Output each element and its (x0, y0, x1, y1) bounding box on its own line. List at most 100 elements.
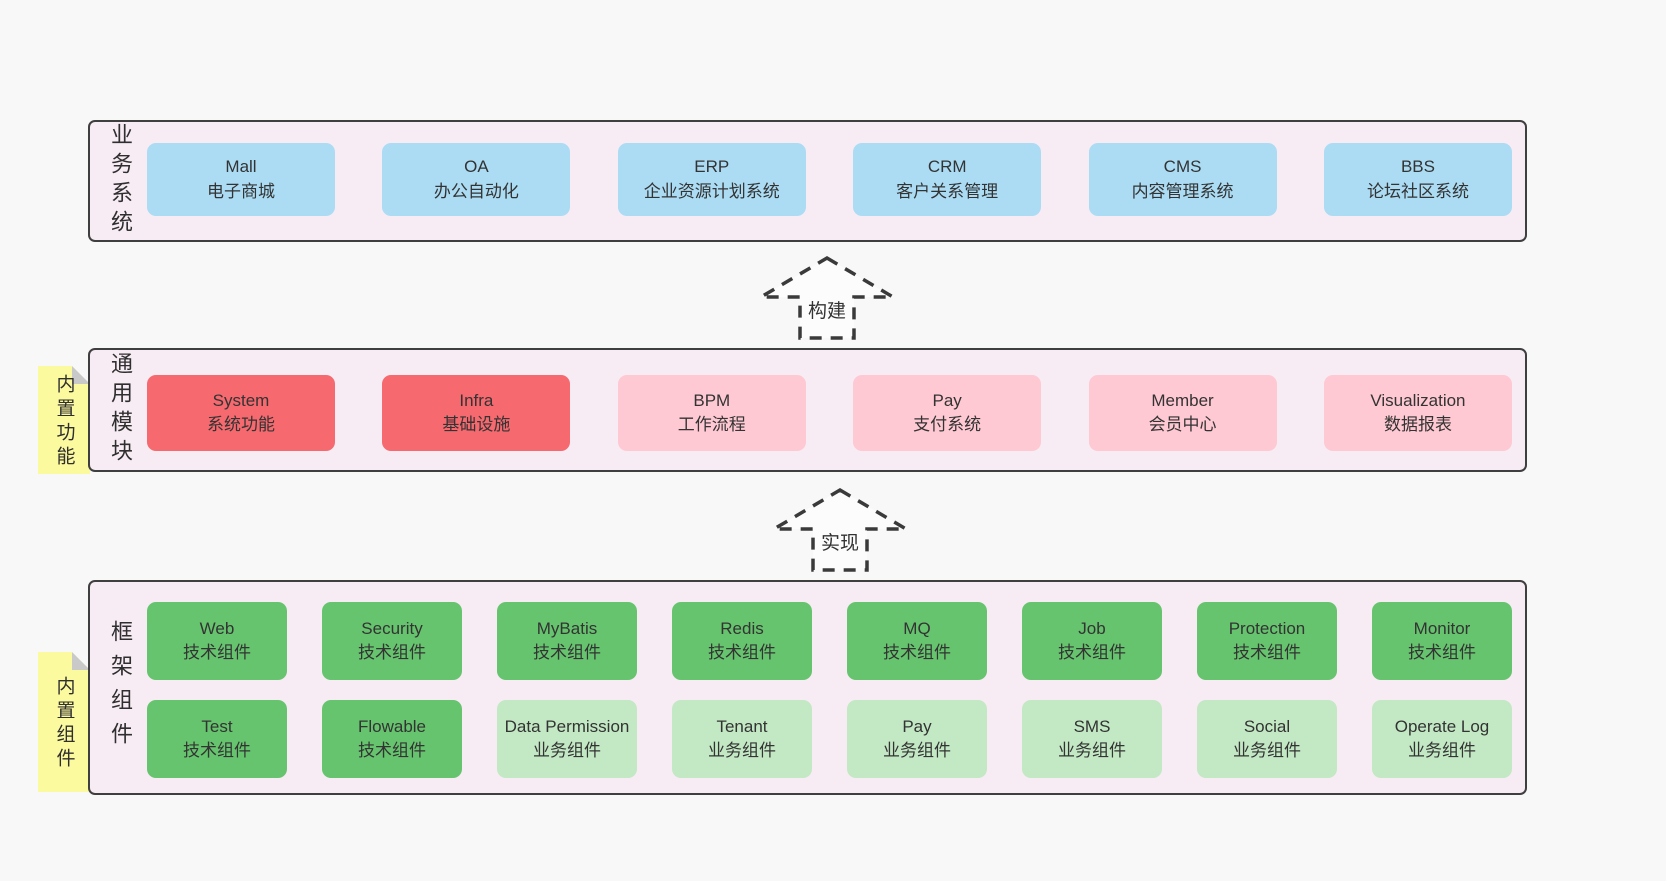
box-operate-log: Operate Log 业务组件 (1372, 700, 1512, 778)
box-label-zh: 业务组件 (1233, 741, 1301, 760)
sticky-note (38, 652, 90, 792)
box-protection: Protection 技术组件 (1197, 602, 1337, 680)
box-label-zh: 论坛社区系统 (1366, 181, 1469, 201)
section-framework-components: 框架组件 Web 技术组件 Security 技术组件 MyBatis 技术组件… (88, 580, 1527, 795)
sticky-built-in-features: 内置功能 (38, 366, 90, 474)
box-data-permission: Data Permission 业务组件 (497, 700, 637, 778)
section-framework-label: 框架组件 (108, 619, 133, 756)
box-test: Test 技术组件 (147, 700, 287, 778)
arrow-implement-label: 实现 (817, 528, 863, 555)
modules-boxes-row: System 系统功能 Infra 基础设施 BPM 工作流程 Pay 支付系统… (147, 375, 1512, 451)
box-pay: Pay 支付系统 (853, 375, 1042, 451)
box-sms: SMS 业务组件 (1022, 700, 1162, 778)
sticky-note (38, 366, 90, 474)
box-label-zh: 技术组件 (1408, 643, 1476, 662)
box-label-en: Mall (225, 157, 257, 177)
box-label-zh: 技术组件 (533, 643, 601, 662)
box-label-zh: 技术组件 (883, 643, 951, 662)
box-label-en: Data Permission (504, 716, 630, 736)
box-label-en: Visualization (1370, 390, 1466, 410)
box-label-en: Security (361, 618, 423, 638)
box-security: Security 技术组件 (322, 602, 462, 680)
framework-row-1: Web 技术组件 Security 技术组件 MyBatis 技术组件 Redi… (147, 602, 1512, 680)
box-web: Web 技术组件 (147, 602, 287, 680)
box-label-zh: 技术组件 (1058, 643, 1126, 662)
framework-row-2: Test 技术组件 Flowable 技术组件 Data Permission … (147, 700, 1512, 778)
box-oa: OA 办公自动化 (382, 143, 571, 216)
box-label-zh: 数据报表 (1383, 415, 1452, 434)
box-label-en: CRM (927, 157, 967, 177)
box-label-en: CMS (1163, 157, 1202, 177)
box-label-en: Member (1151, 390, 1214, 410)
box-member: Member 会员中心 (1088, 375, 1277, 451)
box-label-en: Redis (720, 618, 764, 638)
box-label-en: SMS (1073, 716, 1111, 736)
box-label-zh: 企业资源计划系统 (643, 181, 780, 201)
box-label-zh: 技术组件 (1233, 643, 1301, 662)
box-label-en: ERP (694, 157, 730, 177)
box-label-en: Job (1078, 618, 1106, 638)
box-label-en: BBS (1400, 157, 1435, 177)
box-bbs: BBS 论坛社区系统 (1323, 143, 1512, 216)
box-system: System 系统功能 (147, 375, 335, 451)
box-cms: CMS 内容管理系统 (1088, 143, 1277, 216)
business-boxes-row: Mall 电子商城 OA 办公自动化 ERP 企业资源计划系统 CRM 客户关系… (147, 143, 1512, 216)
box-label-en: Operate Log (1394, 716, 1490, 736)
box-redis: Redis 技术组件 (672, 602, 812, 680)
arrow-build-up: 构建 (757, 255, 897, 341)
box-label-zh: 工作流程 (677, 415, 746, 434)
box-label-zh: 办公自动化 (433, 181, 519, 201)
box-label-en: Pay (932, 390, 962, 410)
box-pay-business: Pay 业务组件 (847, 700, 987, 778)
box-label-zh: 技术组件 (183, 741, 251, 760)
section-modules-label: 通用模块 (108, 352, 133, 468)
box-mall: Mall 电子商城 (147, 143, 335, 216)
box-label-en: OA (464, 157, 489, 177)
box-flowable: Flowable 技术组件 (322, 700, 462, 778)
box-erp: ERP 企业资源计划系统 (617, 143, 806, 216)
box-label-zh: 内容管理系统 (1131, 181, 1234, 201)
box-monitor: Monitor 技术组件 (1372, 602, 1512, 680)
box-label-zh: 技术组件 (708, 643, 776, 662)
box-label-zh: 业务组件 (883, 741, 951, 760)
box-infra: Infra 基础设施 (382, 375, 571, 451)
box-label-zh: 技术组件 (183, 643, 251, 662)
box-label-zh: 业务组件 (533, 741, 601, 760)
box-label-zh: 业务组件 (1408, 741, 1476, 760)
box-label-zh: 电子商城 (207, 181, 275, 201)
box-label-en: Infra (459, 390, 494, 410)
box-label-zh: 客户关系管理 (896, 181, 999, 201)
arrow-build-label: 构建 (804, 296, 850, 323)
section-business-label: 业务系统 (108, 123, 133, 239)
box-label-en: MQ (903, 618, 931, 638)
arrow-implement-up: 实现 (770, 487, 910, 573)
box-label-en: Pay (902, 716, 932, 736)
box-mybatis: MyBatis 技术组件 (497, 602, 637, 680)
box-bpm: BPM 工作流程 (617, 375, 806, 451)
box-job: Job 技术组件 (1022, 602, 1162, 680)
box-label-en: Protection (1228, 618, 1306, 638)
box-label-zh: 系统功能 (207, 415, 275, 434)
box-label-en: Web (199, 618, 235, 638)
box-label-en: Monitor (1413, 618, 1471, 638)
box-label-en: MyBatis (536, 618, 598, 638)
box-label-zh: 技术组件 (358, 741, 426, 760)
box-label-en: System (212, 390, 270, 410)
box-label-en: Flowable (357, 716, 427, 736)
box-label-zh: 技术组件 (358, 643, 426, 662)
box-label-zh: 会员中心 (1148, 415, 1217, 434)
section-common-modules: 通用模块 System 系统功能 Infra 基础设施 BPM 工作流程 Pay… (88, 348, 1527, 472)
sticky-label: 内置组件 (53, 676, 75, 772)
box-label-en: Social (1243, 716, 1291, 736)
box-label-en: Tenant (716, 716, 768, 736)
box-visualization: Visualization 数据报表 (1323, 375, 1512, 451)
box-label-zh: 业务组件 (708, 741, 776, 760)
box-mq: MQ 技术组件 (847, 602, 987, 680)
box-tenant: Tenant 业务组件 (672, 700, 812, 778)
section-business-systems: 业务系统 Mall 电子商城 OA 办公自动化 ERP 企业资源计划系统 CRM… (88, 120, 1527, 242)
box-label-zh: 支付系统 (913, 415, 982, 434)
box-label-zh: 业务组件 (1058, 741, 1126, 760)
box-social: Social 业务组件 (1197, 700, 1337, 778)
box-label-en: BPM (693, 390, 731, 410)
